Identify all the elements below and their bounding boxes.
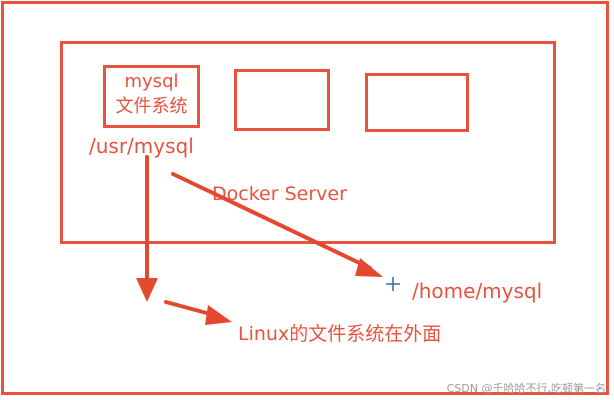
arrow-linux-shaft [164, 300, 216, 317]
mysql-container-box: mysql 文件系统 [103, 65, 200, 128]
container-box-3 [365, 73, 469, 132]
container-path-label: /usr/mysql [89, 134, 194, 158]
container-box-2 [234, 69, 330, 131]
docker-server-box [60, 41, 556, 244]
host-filesystem-label: Linux的文件系统在外面 [238, 323, 442, 345]
docker-server-label: Docker Server [212, 183, 347, 205]
host-frame [1, 1, 609, 395]
arrow-down-head [136, 278, 158, 302]
arrow-diagonal-shaft [171, 172, 372, 270]
watermark: CSDN @千哈哈不行,吃顿第一名 [446, 382, 606, 395]
host-path-label: /home/mysql [412, 279, 543, 303]
arrow-diagonal-head [355, 258, 383, 277]
arrow-linux-head [205, 305, 232, 325]
mysql-container-title: mysql [124, 71, 179, 92]
mysql-container-filesystem-label: 文件系统 [115, 96, 188, 117]
crosshair-cursor-icon [386, 277, 400, 291]
